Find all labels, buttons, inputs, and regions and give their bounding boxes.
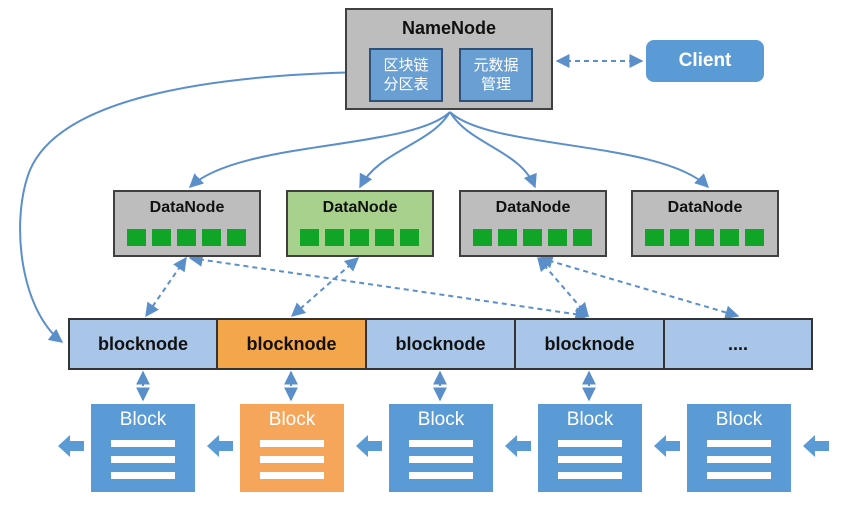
storage-slot: [127, 229, 146, 246]
client-node: Client: [646, 40, 764, 82]
storage-slot: [573, 229, 592, 246]
block-data-line: [409, 472, 473, 479]
datanode-title: DataNode: [495, 199, 571, 216]
partition-table-line1: 区块链: [383, 57, 429, 74]
block-data-line: [707, 456, 771, 463]
storage-slot: [670, 229, 689, 246]
datanode-3-blocknode-5-connector: [538, 254, 740, 320]
block-data-line: [707, 472, 771, 479]
block-data-line: [260, 456, 324, 463]
block-data-line: [260, 440, 324, 447]
partition-table-box: 区块链 分区表: [369, 48, 443, 102]
block-label: Block: [268, 409, 316, 430]
datanode: DataNode: [113, 190, 261, 257]
storage-slot: [325, 229, 344, 246]
partition-table-to-blocknode-connector: [19, 71, 369, 343]
namenode-to-datanode-2-connector: [359, 111, 451, 189]
block-label: Block: [566, 409, 614, 430]
chain-arrow-left-4: [654, 435, 680, 457]
partition-table-line2: 分区表: [383, 76, 429, 93]
block-label: Block: [119, 409, 167, 430]
blocknode-cell: blocknode: [365, 318, 516, 370]
blocknode-cell: ....: [663, 318, 813, 370]
metadata-management-line2: 管理: [480, 76, 511, 93]
block: Block: [240, 404, 344, 492]
blocknode-cell: blocknode: [514, 318, 665, 370]
datanode-1-blocknode-1-connector: [145, 256, 187, 318]
block: Block: [538, 404, 642, 492]
storage-slot: [227, 229, 246, 246]
block-data-line: [558, 456, 622, 463]
block-data-line: [409, 456, 473, 463]
storage-slot: [523, 229, 542, 246]
chain-arrow-left-3: [505, 435, 531, 457]
datanode-1-blocknode-4-connector: [188, 252, 590, 322]
datanode-title: DataNode: [322, 199, 398, 216]
namenode-to-datanode-3-connector: [449, 111, 537, 189]
datanode: DataNode: [286, 190, 434, 257]
block-data-line: [707, 440, 771, 447]
block-label: Block: [417, 409, 465, 430]
namenode-to-datanode-4-connector: [449, 111, 710, 188]
block-label: Block: [715, 409, 763, 430]
storage-slot: [498, 229, 517, 246]
storage-slot: [177, 229, 196, 246]
storage-slot: [695, 229, 714, 246]
block-data-line: [409, 440, 473, 447]
datanode-title: DataNode: [149, 199, 225, 216]
block: Block: [389, 404, 493, 492]
chain-arrow-left-5: [803, 435, 829, 457]
datanode-title: DataNode: [667, 199, 743, 216]
block-data-line: [111, 440, 175, 447]
storage-slot: [300, 229, 319, 246]
metadata-management-box: 元数据 管理: [459, 48, 533, 102]
storage-slot: [202, 229, 221, 246]
block-data-line: [260, 472, 324, 479]
storage-slot: [645, 229, 664, 246]
block: Block: [91, 404, 195, 492]
storage-slot: [720, 229, 739, 246]
block-data-line: [558, 472, 622, 479]
block-data-line: [111, 472, 175, 479]
block-data-line: [111, 456, 175, 463]
blocknode-cell: blocknode: [68, 318, 218, 370]
block-data-line: [558, 440, 622, 447]
storage-slot: [745, 229, 764, 246]
chain-arrow-left-2: [356, 435, 382, 457]
storage-slot: [152, 229, 171, 246]
storage-slot: [350, 229, 369, 246]
storage-slot: [375, 229, 394, 246]
blocknode-cell: blocknode: [216, 318, 367, 370]
datanode-3-blocknode-4-connector: [537, 256, 589, 318]
metadata-management-line1: 元数据: [473, 57, 519, 74]
namenode-to-datanode-1-connector: [188, 111, 451, 188]
namenode: NameNode 区块链 分区表 元数据 管理: [345, 8, 553, 110]
storage-slot: [473, 229, 492, 246]
storage-slot: [548, 229, 567, 246]
block: Block: [687, 404, 791, 492]
chain-arrow-left-1: [207, 435, 233, 457]
chain-arrow-left-0: [58, 435, 84, 457]
datanode: DataNode: [631, 190, 779, 257]
namenode-title: NameNode: [401, 18, 497, 38]
datanode: DataNode: [459, 190, 607, 257]
datanode-2-blocknode-2-connector: [290, 257, 360, 317]
storage-slot: [400, 229, 419, 246]
